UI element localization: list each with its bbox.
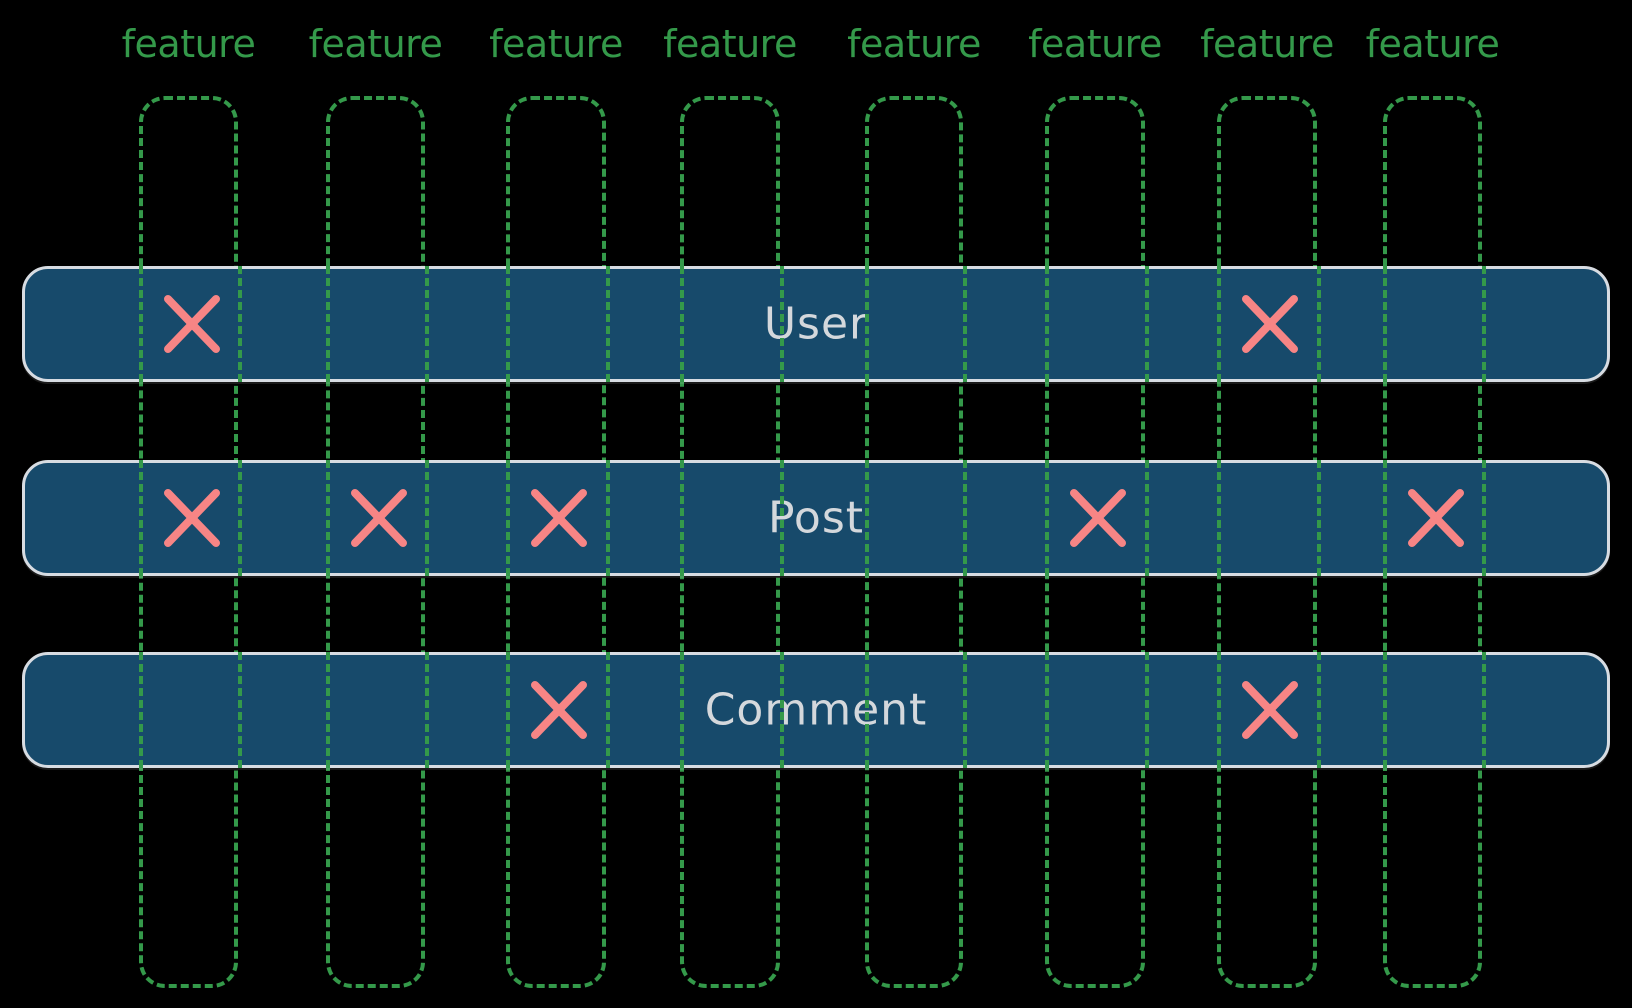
x-mark-post-feature-6[interactable] bbox=[1067, 487, 1129, 549]
entity-bar-user[interactable]: User bbox=[22, 266, 1610, 382]
entity-bar-post[interactable]: Post bbox=[22, 460, 1610, 576]
x-mark-user-feature-1[interactable] bbox=[161, 293, 223, 355]
entity-label-user: User bbox=[763, 298, 869, 350]
entity-bar-comment[interactable]: Comment bbox=[22, 652, 1610, 768]
x-mark-post-feature-8[interactable] bbox=[1405, 487, 1467, 549]
x-mark-post-feature-3[interactable] bbox=[528, 487, 590, 549]
x-mark-comment-feature-7[interactable] bbox=[1239, 679, 1301, 741]
x-mark-comment-feature-3[interactable] bbox=[528, 679, 590, 741]
x-mark-post-feature-2[interactable] bbox=[348, 487, 410, 549]
x-mark-user-feature-7[interactable] bbox=[1239, 293, 1301, 355]
x-mark-post-feature-1[interactable] bbox=[161, 487, 223, 549]
entity-label-comment: Comment bbox=[704, 684, 928, 736]
entity-label-post: Post bbox=[767, 492, 865, 544]
